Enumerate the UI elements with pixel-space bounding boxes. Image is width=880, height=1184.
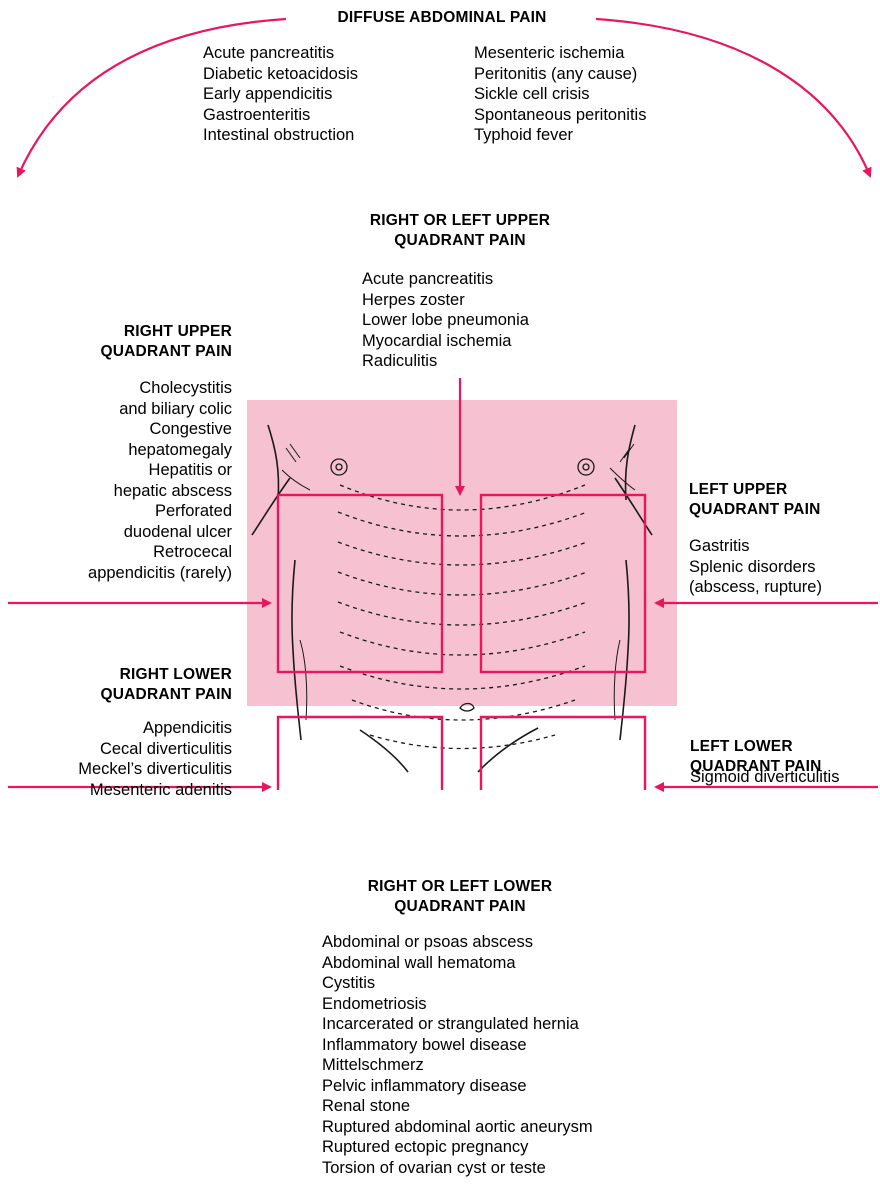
list-item: Mittelschmerz [322,1055,593,1076]
right-upper-title-line-2: QUADRANT PAIN [20,342,232,362]
either-upper-list: Acute pancreatitis Herpes zoster Lower l… [362,269,529,372]
list-item: hepatomegaly [20,440,232,461]
list-item: Torsion of ovarian cyst or teste [322,1158,593,1179]
list-item: Cholecystitis [20,378,232,399]
list-item: Diabetic ketoacidosis [203,64,358,85]
list-item: Early appendicitis [203,84,358,105]
list-item: Acute pancreatitis [203,43,358,64]
list-item: Mesenteric ischemia [474,43,646,64]
list-item: Abdominal or psoas abscess [322,932,593,953]
list-item: Endometriosis [322,994,593,1015]
right-lower-quadrant-box [278,717,442,790]
right-upper-title-line-1: RIGHT UPPER [20,322,232,342]
right-lower-list: Appendicitis Cecal diverticulitis Meckel… [20,718,232,800]
left-upper-title-line-1: LEFT UPPER [689,480,820,500]
list-item: Perforated [20,501,232,522]
list-item: Ruptured ectopic pregnancy [322,1137,593,1158]
right-lower-title: RIGHT LOWER QUADRANT PAIN [20,665,232,705]
list-item: Herpes zoster [362,290,529,311]
list-item: Myocardial ischemia [362,331,529,352]
list-item: Retrocecal [20,542,232,563]
either-lower-title: RIGHT OR LEFT LOWER QUADRANT PAIN [290,877,630,917]
right-upper-title: RIGHT UPPER QUADRANT PAIN [20,322,232,362]
list-item: duodenal ulcer [20,522,232,543]
list-item: Mesenteric adenitis [20,780,232,801]
right-lower-title-line-1: RIGHT LOWER [20,665,232,685]
list-item: Peritonitis (any cause) [474,64,646,85]
list-item: Cecal diverticulitis [20,739,232,760]
list-item: Abdominal wall hematoma [322,953,593,974]
left-upper-list: Gastritis Splenic disorders (abscess, ru… [689,536,822,598]
list-item: Ruptured abdominal aortic aneurysm [322,1117,593,1138]
list-item: Renal stone [322,1096,593,1117]
list-item: Intestinal obstruction [203,125,358,146]
list-item: Acute pancreatitis [362,269,529,290]
right-lower-title-line-2: QUADRANT PAIN [20,685,232,705]
list-item: Inflammatory bowel disease [322,1035,593,1056]
list-item: Splenic disorders [689,557,822,578]
left-lower-title-line-1: LEFT LOWER [690,737,821,757]
list-item: Cystitis [322,973,593,994]
list-item: Incarcerated or strangulated hernia [322,1014,593,1035]
list-item: Sigmoid diverticulitis [690,767,880,788]
left-lower-list: Sigmoid diverticulitis [690,767,880,788]
abdomen-region-background [247,400,677,706]
either-lower-title-line-1: RIGHT OR LEFT LOWER [290,877,630,897]
list-item: Typhoid fever [474,125,646,146]
either-lower-list: Abdominal or psoas abscess Abdominal wal… [322,932,593,1178]
list-item: Lower lobe pneumonia [362,310,529,331]
list-item: Gastroenteritis [203,105,358,126]
list-item: (abscess, rupture) [689,577,822,598]
list-item: Appendicitis [20,718,232,739]
left-upper-title-line-2: QUADRANT PAIN [689,500,820,520]
list-item: Gastritis [689,536,822,557]
list-item: and biliary colic [20,399,232,420]
either-upper-title-line-2: QUADRANT PAIN [300,231,620,251]
left-upper-title: LEFT UPPER QUADRANT PAIN [689,480,820,520]
diffuse-pain-list-right: Mesenteric ischemia Peritonitis (any cau… [474,43,646,146]
list-item: hepatic abscess [20,481,232,502]
list-item: appendicitis (rarely) [20,563,232,584]
list-item: Sickle cell crisis [474,84,646,105]
either-lower-title-line-2: QUADRANT PAIN [290,897,630,917]
either-upper-title-line-1: RIGHT OR LEFT UPPER [300,211,620,231]
list-item: Radiculitis [362,351,529,372]
list-item: Congestive [20,419,232,440]
diffuse-pain-title: DIFFUSE ABDOMINAL PAIN [296,8,588,28]
diffuse-pain-list-left: Acute pancreatitis Diabetic ketoacidosis… [203,43,358,146]
list-item: Spontaneous peritonitis [474,105,646,126]
list-item: Pelvic inflammatory disease [322,1076,593,1097]
either-upper-title: RIGHT OR LEFT UPPER QUADRANT PAIN [300,211,620,251]
list-item: Hepatitis or [20,460,232,481]
left-lower-quadrant-box [481,717,645,790]
right-upper-list: Cholecystitis and biliary colic Congesti… [20,378,232,583]
list-item: Meckel’s diverticulitis [20,759,232,780]
